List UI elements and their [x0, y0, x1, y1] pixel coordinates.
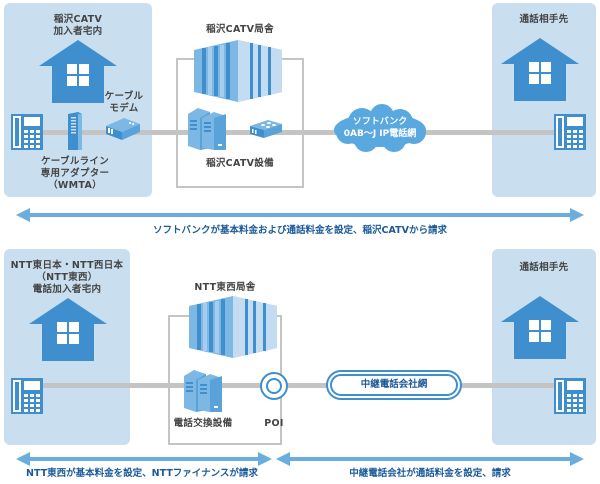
- switching-equipment-label: 電話交換設備: [173, 418, 233, 429]
- carrier-network-pill: [330, 374, 458, 396]
- cloud-label: ソフトバンク 0AB～J IP電話網: [343, 117, 417, 139]
- house-icon: [501, 296, 579, 359]
- top-connection-line: [20, 130, 570, 135]
- adapter-label: ケーブルライン 専用アダプター （WMTA）: [40, 156, 110, 191]
- adapter-icon: [68, 112, 82, 150]
- poi-icon: [260, 372, 288, 400]
- telephone-icon: [11, 114, 43, 150]
- bottom-connection-line: [20, 383, 570, 388]
- house-icon: [501, 38, 579, 101]
- office-building-icon: [189, 296, 277, 358]
- carrier-network-label: 中継電話会社網: [360, 379, 428, 390]
- top-office-title: 稲沢CATV局舎: [206, 24, 274, 35]
- top-callee-title: 通話相手先: [519, 14, 569, 25]
- cable-modem-label: ケーブル モデム: [104, 91, 144, 114]
- telephone-icon: [554, 114, 586, 150]
- poi-label: POI: [264, 418, 284, 429]
- cloud-icon: [334, 104, 426, 152]
- top-equipment-label: 稲沢CATV設備: [206, 158, 274, 169]
- billing-caption-basic-fee: NTT東西が基本料金を設定、NTTファイナンスが請求: [26, 468, 258, 479]
- cable-modem-icon: [106, 118, 140, 140]
- bottom-subscriber-title: NTT東日本・NTT西日本 （NTT東西） 電話加入者宅内: [10, 260, 124, 295]
- billing-caption-top: ソフトバンクが基本料金および通話料金を設定、稲沢CATVから請求: [153, 225, 447, 236]
- billing-arrow-basic-fee: [16, 452, 272, 466]
- top-subscriber-title: 稲沢CATV 加入者宅内: [53, 14, 103, 37]
- billing-arrow-call-fee: [276, 452, 584, 466]
- house-icon: [39, 40, 117, 103]
- server-icon: [188, 108, 226, 150]
- router-icon: [250, 120, 282, 138]
- house-icon: [29, 298, 107, 361]
- bottom-callee-title: 通話相手先: [519, 262, 569, 273]
- billing-arrow-top: [16, 208, 584, 222]
- billing-caption-call-fee: 中継電話会社が通話料金を設定、請求: [349, 468, 511, 479]
- switching-equipment-icon: [184, 370, 222, 412]
- telephone-icon: [11, 378, 43, 414]
- office-building-icon: [194, 40, 282, 102]
- telephone-icon: [554, 378, 586, 414]
- bottom-office-title: NTT東西局舎: [194, 282, 256, 293]
